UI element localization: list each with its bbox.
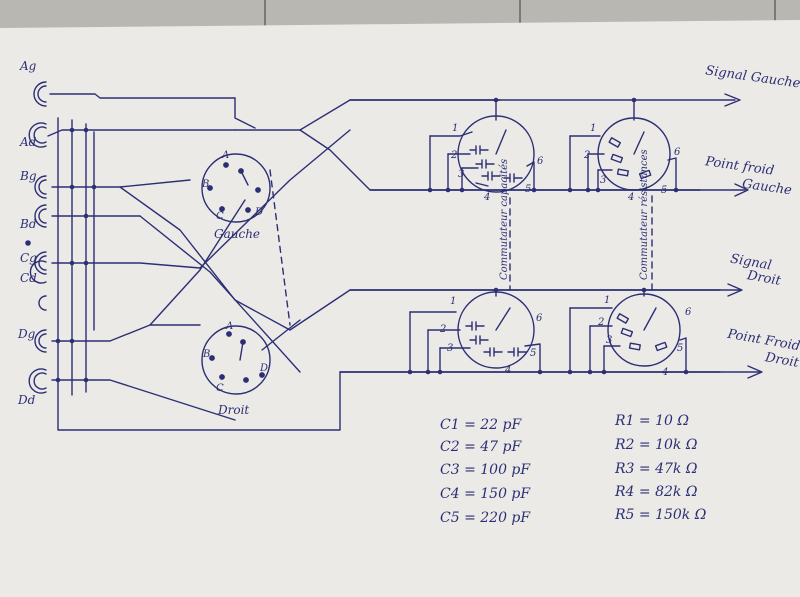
capa-top-pos-2: 2 <box>451 150 458 161</box>
capa-top-pos-6: 6 <box>537 156 544 167</box>
legend-r2: R2 = 10k Ω <box>615 437 698 453</box>
res-bot-pos-6: 6 <box>685 307 692 318</box>
res-switch-bottom <box>569 289 687 373</box>
gauche-pin-a: A <box>222 150 230 161</box>
capa-bot-pos-4: 4 <box>505 365 512 376</box>
connector-label-bd: Bd <box>20 217 37 231</box>
capa-switch-bottom <box>409 289 541 373</box>
legend-c5: C5 = 220 pF <box>440 510 531 526</box>
connector-label-cd: Cd <box>20 271 37 285</box>
connector-label-ad: Ad <box>20 135 37 149</box>
connector-label-bg: Bg <box>20 169 37 183</box>
capa-bot-pos-3: 3 <box>447 343 454 354</box>
res-bot-pos-1: 1 <box>604 295 611 306</box>
droit-pin-b: B <box>203 349 211 360</box>
legend-c4: C4 = 150 pF <box>440 486 531 502</box>
connector-label-dg: Dg <box>18 327 36 341</box>
gauche-pin-d: D <box>255 207 264 218</box>
capa-bot-pos-1: 1 <box>450 296 457 307</box>
commutateur-capa-label: Commutateur capacités <box>499 158 510 280</box>
legend-r3: R3 = 47k Ω <box>615 461 698 477</box>
legend-c3: C3 = 100 pF <box>440 462 531 478</box>
res-bot-pos-3: 3 <box>606 335 613 346</box>
gauche-pin-b: B <box>202 179 210 190</box>
connector-label-cg: Cg <box>20 251 37 265</box>
commutateur-res-label: Commutateur résistances <box>639 149 650 280</box>
res-bot-pos-4: 4 <box>662 367 669 378</box>
selector-droit <box>201 325 271 395</box>
junctions <box>25 97 689 383</box>
legend-c2: C2 = 47 pF <box>440 439 522 455</box>
res-bot-pos-2: 2 <box>598 317 605 328</box>
selector-gauche-label: Gauche <box>214 227 261 241</box>
selector-droit-label: Droit <box>218 403 250 417</box>
res-switch-top <box>569 99 677 191</box>
capa-top-pos-1: 1 <box>452 123 459 134</box>
connector-label-dd: Dd <box>18 393 36 407</box>
gauche-pin-c: C <box>216 211 224 222</box>
legend-r1: R1 = 10 Ω <box>615 413 689 429</box>
capa-top-pos-5: 5 <box>525 184 532 195</box>
res-top-pos-4: 4 <box>628 192 635 203</box>
droit-pin-d: D <box>260 363 269 374</box>
droit-pin-c: C <box>216 383 224 394</box>
droit-pin-a: A <box>226 321 234 332</box>
res-top-pos-3: 3 <box>600 175 607 186</box>
connector-label-ag: Ag <box>20 59 37 73</box>
capa-bot-pos-5: 5 <box>530 348 537 359</box>
res-top-pos-2: 2 <box>584 150 591 161</box>
capa-top-pos-3: 3 <box>458 169 465 180</box>
res-top-pos-5: 5 <box>661 185 668 196</box>
capa-top-pos-4: 4 <box>484 192 491 203</box>
selector-gauche <box>201 153 271 223</box>
wiring <box>25 81 763 431</box>
capa-bot-pos-2: 2 <box>440 324 447 335</box>
res-top-pos-1: 1 <box>590 123 597 134</box>
left-connectors <box>28 81 236 421</box>
capa-bot-pos-6: 6 <box>536 313 543 324</box>
res-top-pos-6: 6 <box>674 147 681 158</box>
legend-r4: R4 = 82k Ω <box>615 484 698 500</box>
capa-switch-top <box>429 99 535 193</box>
legend-r5: R5 = 150k Ω <box>615 507 707 523</box>
legend-c1: C1 = 22 pF <box>440 417 522 433</box>
res-bot-pos-5: 5 <box>677 343 684 354</box>
